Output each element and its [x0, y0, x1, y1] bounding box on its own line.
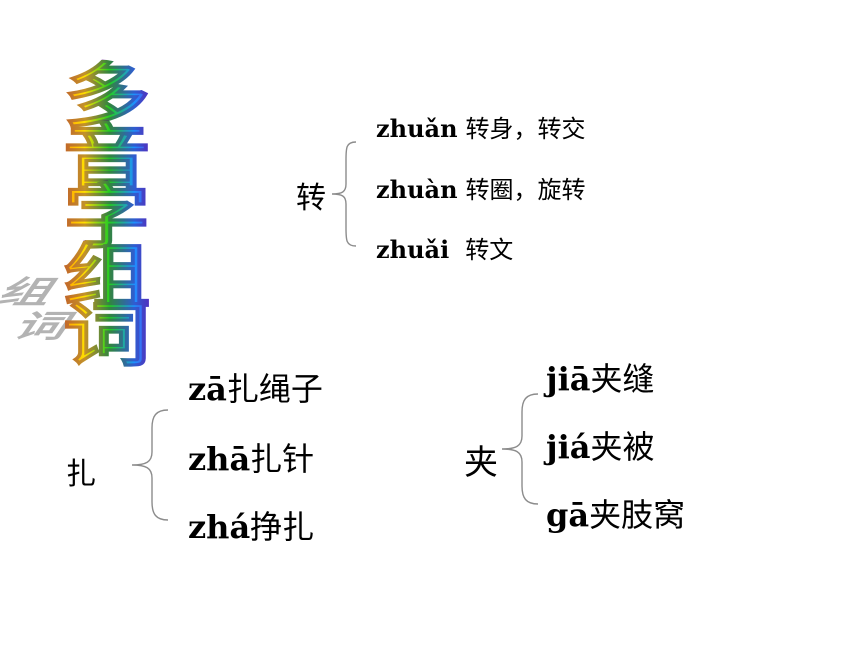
- entry-jia-1: jiā夹缝: [546, 360, 654, 398]
- words: 挣扎: [250, 508, 315, 546]
- group-head-zha: 扎: [66, 457, 96, 492]
- brace-jia: [501, 393, 539, 505]
- words: 扎绳子: [226, 370, 323, 408]
- brace-zha: [131, 409, 169, 521]
- words: 夹被: [590, 428, 655, 466]
- group-head-jia: 夹: [464, 443, 498, 483]
- title-char-zu: 组: [38, 241, 176, 314]
- pinyin: zhuǎn: [376, 114, 458, 143]
- pinyin: jiā: [546, 360, 591, 398]
- entry-jia-2: jiá夹被: [546, 428, 654, 466]
- words: 转身，转交: [465, 115, 586, 143]
- title-graphic: 组 词 多 音 字 组 词: [0, 55, 160, 372]
- entry-zha-1: zā扎绳子: [188, 370, 323, 408]
- entry-zha-2: zhā扎针: [188, 440, 314, 478]
- words: 转圈，旋转: [465, 176, 586, 204]
- pinyin: zhá: [188, 508, 251, 546]
- group-head-zhuan: 转: [296, 181, 326, 216]
- words: 夹缝: [590, 360, 655, 398]
- entry-zhuan-3: zhuǎi 转文: [376, 235, 513, 265]
- entry-zha-3: zhá挣扎: [188, 508, 314, 546]
- pinyin: zā: [188, 370, 227, 408]
- pinyin: zhā: [188, 440, 251, 478]
- words: 扎针: [250, 440, 315, 478]
- pinyin: zhuàn: [376, 175, 458, 204]
- pinyin: zhuǎi: [376, 235, 450, 264]
- entry-jia-3: gā夹肢窝: [546, 496, 685, 534]
- title-char-duo: 多: [38, 60, 176, 133]
- brace-zhuan: [331, 141, 357, 247]
- words: 夹肢窝: [589, 496, 686, 534]
- pinyin: gā: [546, 496, 590, 534]
- pinyin: jiá: [546, 428, 591, 466]
- title-char-zi: 字: [38, 181, 176, 254]
- title-char-yin: 音: [38, 121, 176, 194]
- title-char-ci: 词: [38, 299, 176, 372]
- words: 转文: [465, 236, 514, 264]
